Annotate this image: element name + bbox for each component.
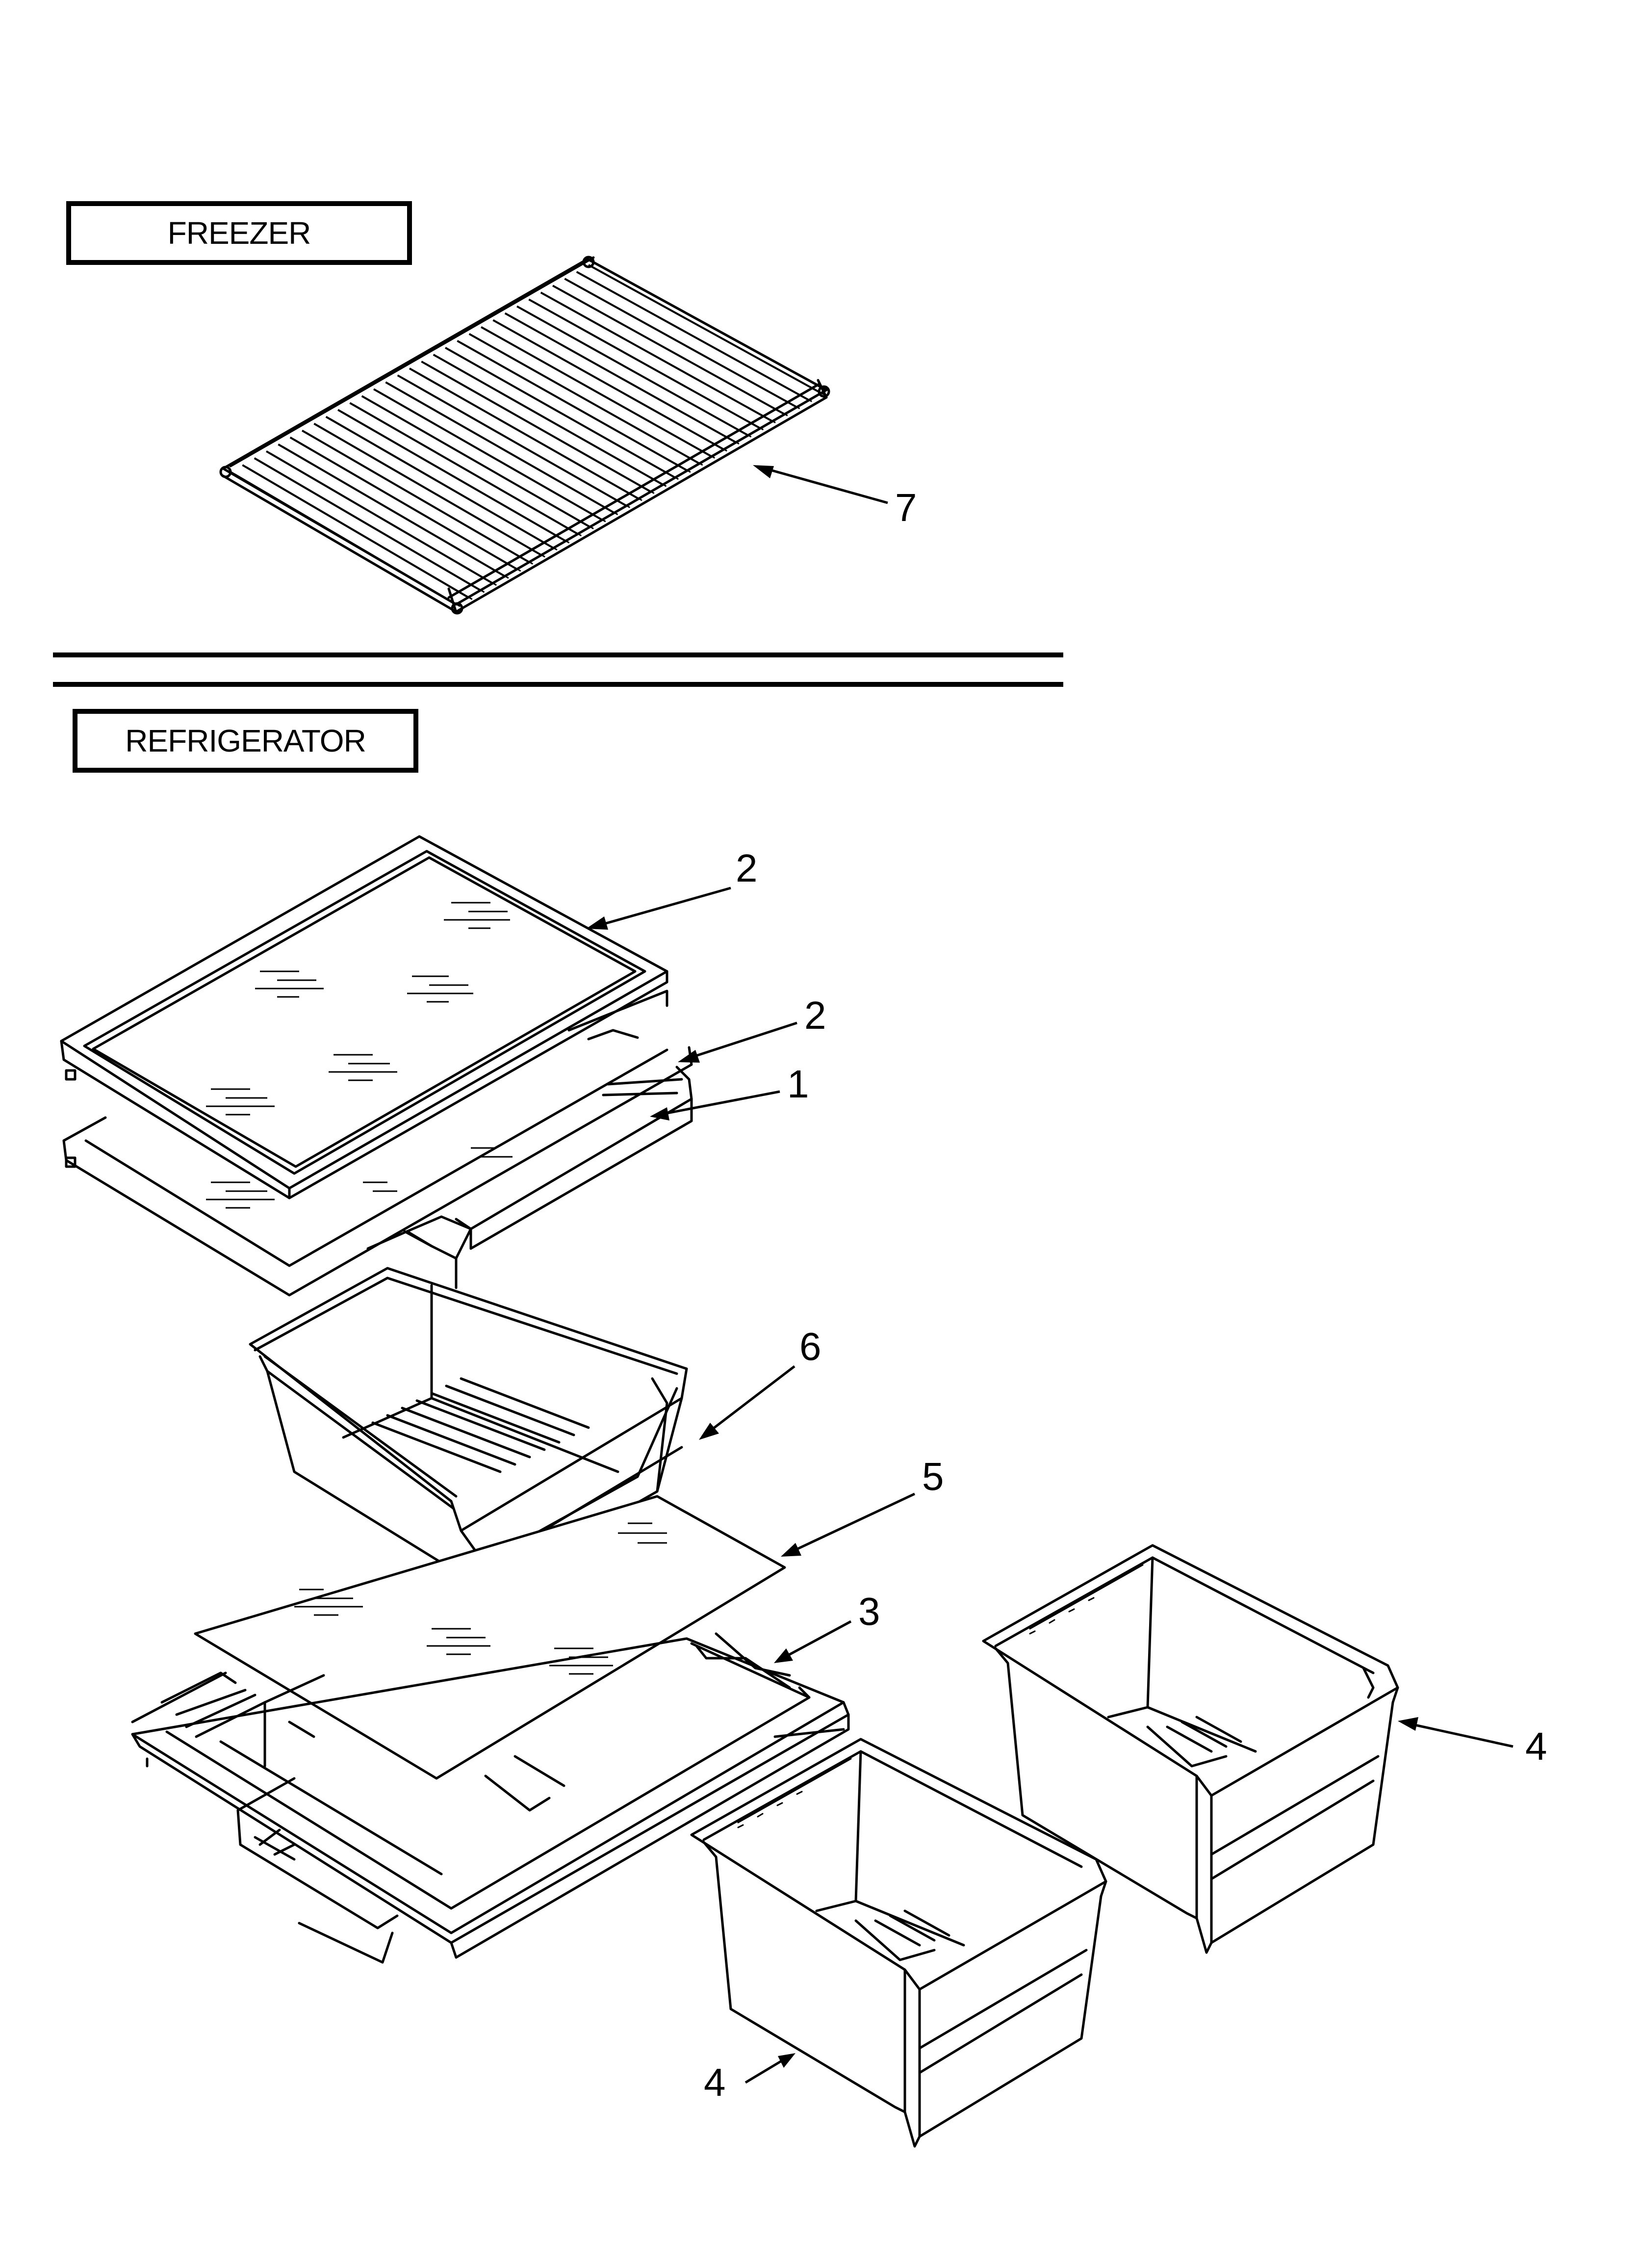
freezer-section-label: FREEZER	[66, 201, 412, 265]
shelf-wire-edge	[508, 314, 740, 445]
shelf-wire-edge	[485, 328, 716, 459]
shelf-wire-edge	[532, 301, 764, 431]
glass-shelf-middle-part-2	[62, 990, 693, 1297]
refrigerator-section-label: REFRIGERATOR	[73, 709, 418, 773]
shelf-wire-edge	[520, 308, 752, 438]
shelf-wire-edge	[544, 293, 776, 423]
shelf-wire-edge	[425, 363, 655, 494]
shelf-wire-edge	[449, 349, 679, 480]
shelf-wire-edge	[592, 266, 824, 395]
shelf-wire-edge	[293, 439, 521, 572]
shelf-wire-edge	[234, 473, 461, 607]
shelf-wire-edge	[282, 445, 509, 579]
shelf-wires	[230, 264, 824, 607]
arrow-3	[786, 1620, 852, 1657]
arrow-2-top	[600, 886, 731, 926]
glass-shelf-top-part-2	[60, 835, 668, 1199]
crisper-glass-part-5	[194, 1495, 786, 1780]
shelf-wire-edge	[365, 397, 594, 529]
crisper-drawer-right-part-4	[982, 1544, 1399, 1954]
shelf-wire-edge	[257, 459, 485, 593]
refrigerator-label-text: REFRIGERATOR	[125, 723, 366, 758]
callout-4-left: 4	[704, 2060, 726, 2104]
shelf-wire-edge	[306, 432, 534, 565]
callout-2-middle: 2	[804, 993, 826, 1037]
callout-7: 7	[895, 486, 917, 529]
shelf-wire-edge	[353, 404, 582, 537]
callout-1: 1	[787, 1062, 809, 1106]
arrow-7	[765, 467, 888, 504]
shelf-wire-edge	[496, 321, 727, 452]
arrow-4-left	[744, 2059, 783, 2084]
shelf-wire-edge	[461, 342, 691, 473]
crisper-frame-part-3	[131, 1632, 850, 1964]
wire-shelf-part-7	[219, 256, 830, 615]
shelf-wire-edge	[246, 466, 473, 600]
callout-5: 5	[922, 1455, 944, 1498]
arrow-5	[794, 1492, 916, 1552]
shelf-frame-part-1	[366, 1066, 693, 1289]
shelf-wire-edge	[580, 273, 812, 402]
shelf-wire-edge	[329, 418, 558, 551]
shelf-wire-edge	[436, 356, 667, 487]
shelf-wire-edge	[389, 383, 618, 516]
callout-arrows	[586, 465, 1514, 2084]
arrow-6	[710, 1365, 795, 1431]
section-divider	[53, 652, 1063, 687]
shelf-wire-edge	[377, 390, 606, 522]
shelf-wire-edge	[413, 369, 642, 501]
callout-3: 3	[858, 1590, 880, 1633]
crisper-drawer-left-part-4	[690, 1738, 1107, 2148]
arrow-4-right	[1412, 1723, 1514, 1748]
shelf-wire-edge	[401, 376, 631, 508]
shelf-wire-edge	[341, 411, 570, 544]
freezer-label-text: FREEZER	[167, 215, 311, 251]
shelf-wire-edge	[472, 335, 703, 466]
shelf-wire-edge	[556, 287, 788, 417]
shelf-wire-edge	[568, 280, 800, 410]
shelf-wire-edge	[270, 452, 497, 586]
shelf-wire-edge	[317, 425, 545, 558]
callout-2-top: 2	[736, 846, 758, 890]
callout-4-right: 4	[1525, 1724, 1547, 1768]
callout-6: 6	[799, 1325, 821, 1368]
arrow-1	[664, 1090, 780, 1115]
arrow-2-middle	[691, 1021, 797, 1059]
